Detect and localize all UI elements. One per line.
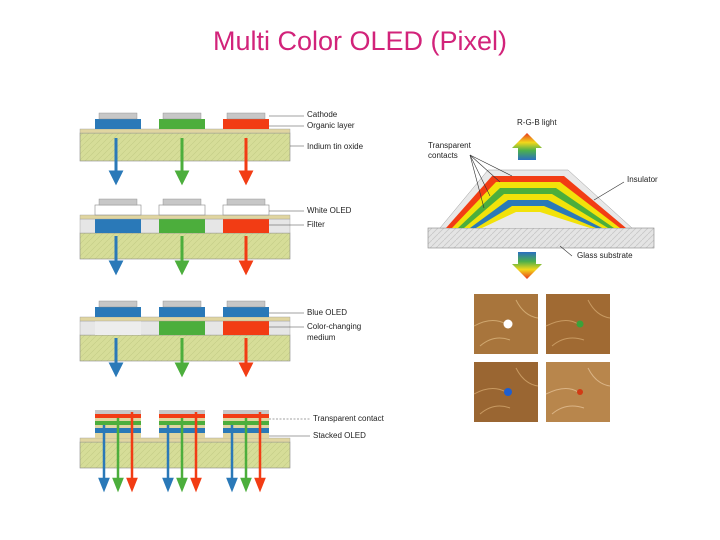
glass-substrate [79, 132, 291, 162]
label-medium: medium [307, 333, 336, 342]
label-glass-substrate: Glass substrate [577, 251, 633, 260]
label-transparent-contact: Transparent contact [313, 414, 384, 423]
blue-oled-2 [159, 307, 205, 317]
glass-substrate [427, 227, 655, 249]
photo-white-pixel [473, 294, 539, 354]
glass-substrate [79, 232, 291, 260]
photo-blue-pixel [473, 362, 539, 422]
red-filter [223, 219, 269, 233]
slide-title: Multi Color OLED (Pixel) [212, 26, 508, 56]
red-arrow [238, 138, 254, 186]
label-organic-layer: Organic layer [307, 121, 355, 130]
ito-layer [79, 214, 291, 220]
label-stacked-oled: Stacked OLED [313, 431, 366, 440]
label-color-changing: Color-changing [307, 322, 362, 331]
panel-rgb-side-by-side [79, 112, 304, 186]
green-arrow [174, 138, 190, 186]
white-oled-1 [94, 204, 142, 216]
glass-substrate [79, 441, 291, 469]
blue-oled-1 [95, 307, 141, 317]
panel-white-filter [79, 198, 304, 276]
panel-blue-color-changing [79, 300, 304, 378]
cathode-2 [162, 112, 202, 120]
glass-light-arrow [512, 252, 542, 279]
rgb-light-arrow [512, 133, 542, 160]
blue-pass [95, 321, 141, 335]
cathode-3 [226, 112, 266, 120]
blue-filter [95, 219, 141, 233]
blue-organic-layer [95, 119, 141, 129]
red-organic-layer [223, 119, 269, 129]
green-organic-layer [159, 119, 205, 129]
glass-substrate [79, 334, 291, 362]
red-ccm [223, 321, 269, 335]
pixel-photos [473, 294, 611, 422]
ito-layer [79, 128, 291, 134]
white-oled-3 [222, 204, 270, 216]
cathode-1 [98, 112, 138, 120]
label-contacts: contacts [428, 151, 458, 160]
label-indium-tin-oxide: Indium tin oxide [307, 142, 364, 151]
label-transparent: Transparent [428, 141, 471, 150]
label-cathode: Cathode [307, 110, 338, 119]
white-oled-2 [158, 204, 206, 216]
ito-layer [79, 316, 291, 322]
label-filter: Filter [307, 220, 325, 229]
photo-green-pixel [545, 294, 611, 354]
label-white-oled: White OLED [307, 206, 352, 215]
green-filter [159, 219, 205, 233]
stacked-cross-section [427, 133, 655, 279]
ito-layer [79, 437, 291, 443]
label-insulator: Insulator [627, 175, 658, 184]
label-rgb-light: R-G-B light [517, 118, 557, 127]
label-blue-oled: Blue OLED [307, 308, 348, 317]
green-ccm [159, 321, 205, 335]
blue-arrow [108, 138, 124, 186]
blue-oled-3 [223, 307, 269, 317]
panel-stacked [79, 410, 310, 493]
photo-red-pixel [545, 362, 611, 422]
